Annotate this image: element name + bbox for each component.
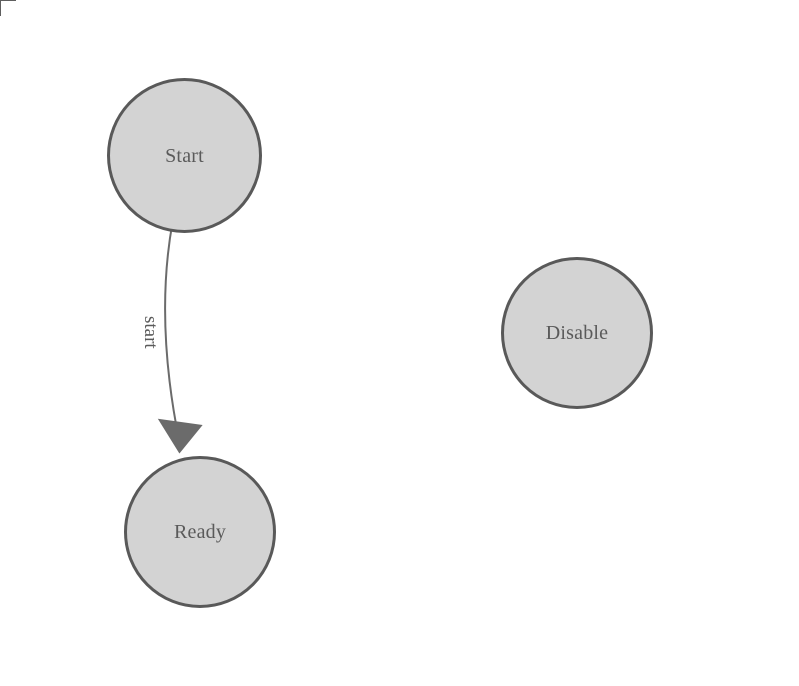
- edge-path: [164, 221, 180, 441]
- node-disable[interactable]: Disable: [501, 257, 653, 409]
- edge-start-to-ready: [157, 221, 203, 454]
- crop-corner-bracket-icon: [0, 0, 16, 16]
- edge-label-start: start: [140, 316, 161, 349]
- node-start-label: Start: [165, 144, 204, 167]
- node-disable-label: Disable: [545, 322, 609, 344]
- node-ready[interactable]: Ready: [124, 456, 276, 608]
- edge-arrowhead-icon: [157, 418, 203, 454]
- node-start[interactable]: Start: [107, 78, 262, 233]
- node-ready-label: Ready: [173, 521, 227, 543]
